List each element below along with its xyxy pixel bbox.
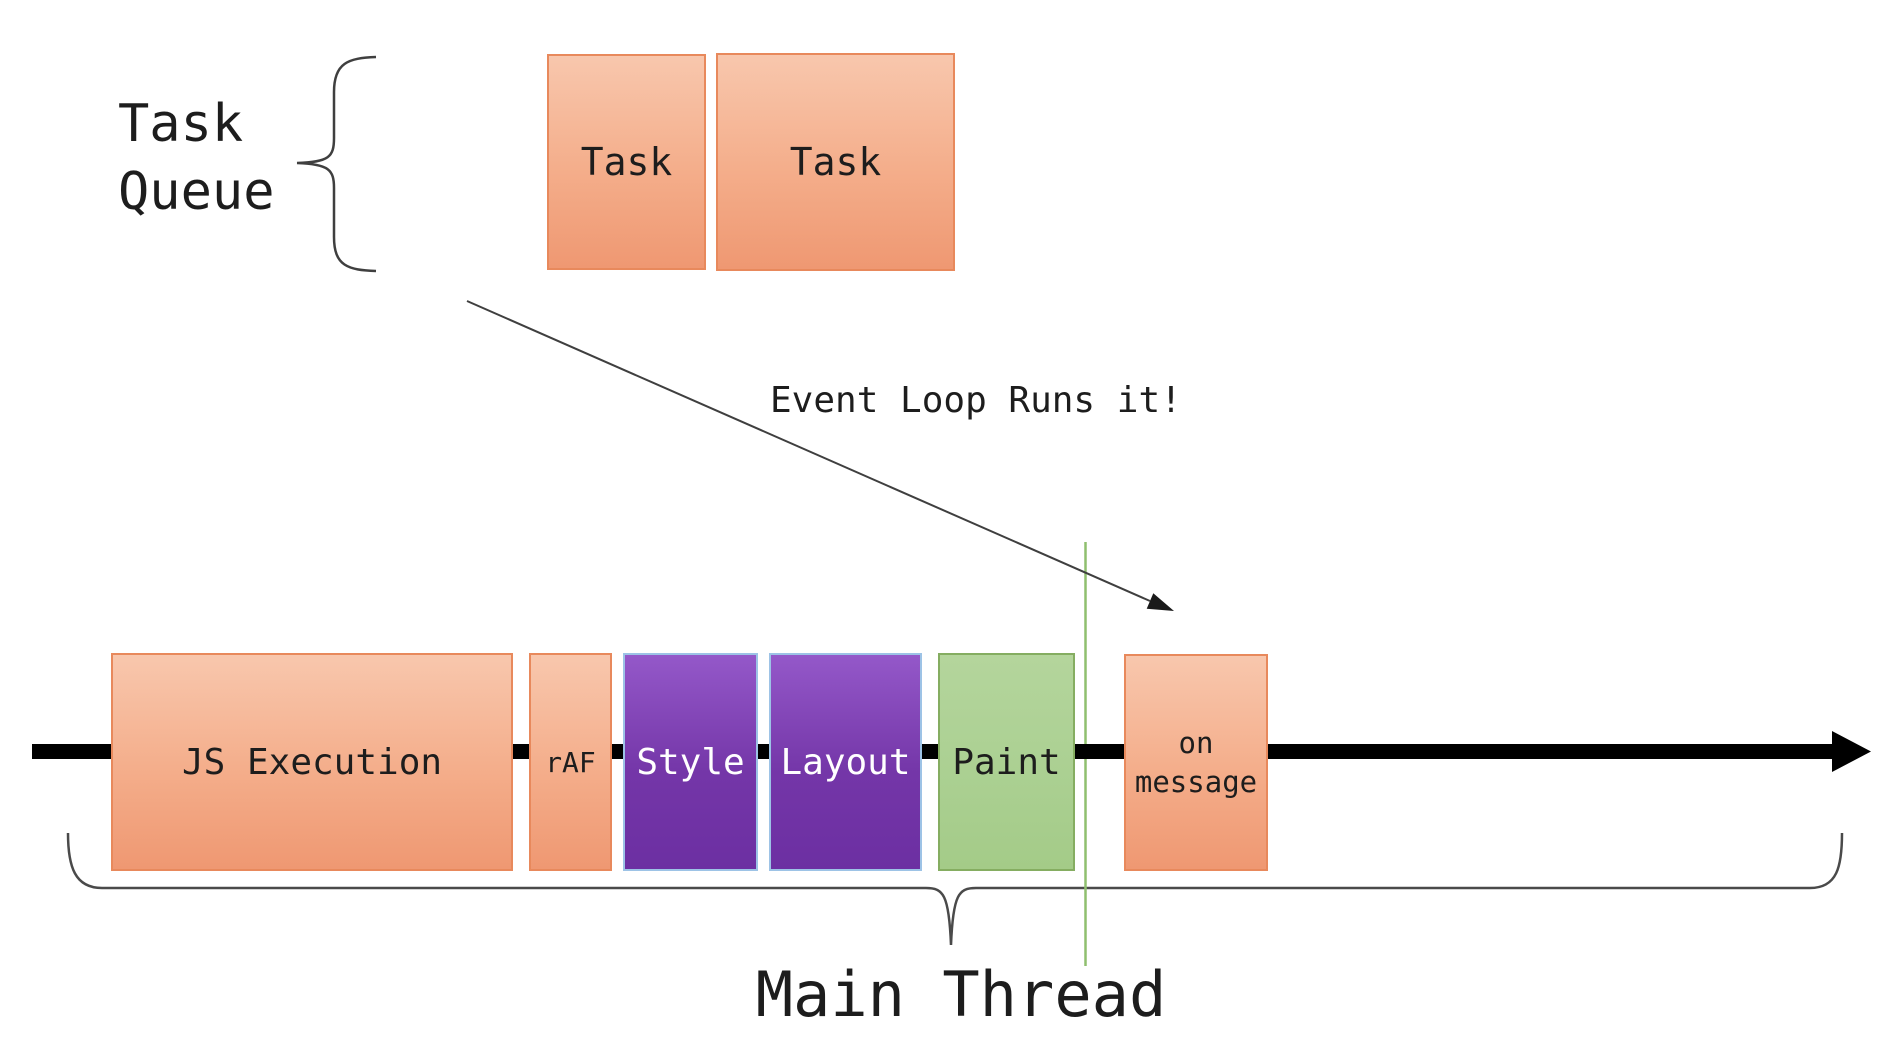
on-message-box: on message [1124, 654, 1268, 871]
task-queue-label-line2: Queue [118, 162, 275, 222]
task-queue-brace [296, 55, 377, 273]
js-execution-label: JS Execution [181, 741, 443, 783]
event-loop-arrow [466, 300, 1151, 602]
raf-box: rAF [529, 653, 612, 871]
on-message-line2: message [1134, 764, 1258, 799]
main-thread-label: Main Thread [755, 958, 1167, 1031]
style-label: Style [636, 741, 745, 783]
queued-task-label: Task [580, 140, 673, 184]
event-loop-arrowhead-icon [1146, 593, 1174, 611]
style-box: Style [623, 653, 758, 871]
js-execution-box: JS Execution [111, 653, 513, 871]
paint-label: Paint [952, 741, 1061, 783]
event-loop-annotation: Event Loop Runs it! [770, 380, 1182, 421]
timeline-arrowhead-icon [1832, 731, 1871, 772]
layout-label: Layout [780, 741, 911, 783]
queued-task-box: Task [547, 54, 706, 270]
raf-label: rAF [545, 745, 596, 779]
paint-box: Paint [938, 653, 1075, 871]
on-message-line1: on [1178, 725, 1214, 760]
main-thread-brace [66, 832, 1844, 946]
queued-task-label: Task [789, 140, 882, 184]
queued-task-box: Task [716, 53, 955, 271]
on-message-label: on message [1135, 724, 1257, 802]
task-queue-label-line1: Task [118, 94, 244, 154]
layout-box: Layout [769, 653, 922, 871]
